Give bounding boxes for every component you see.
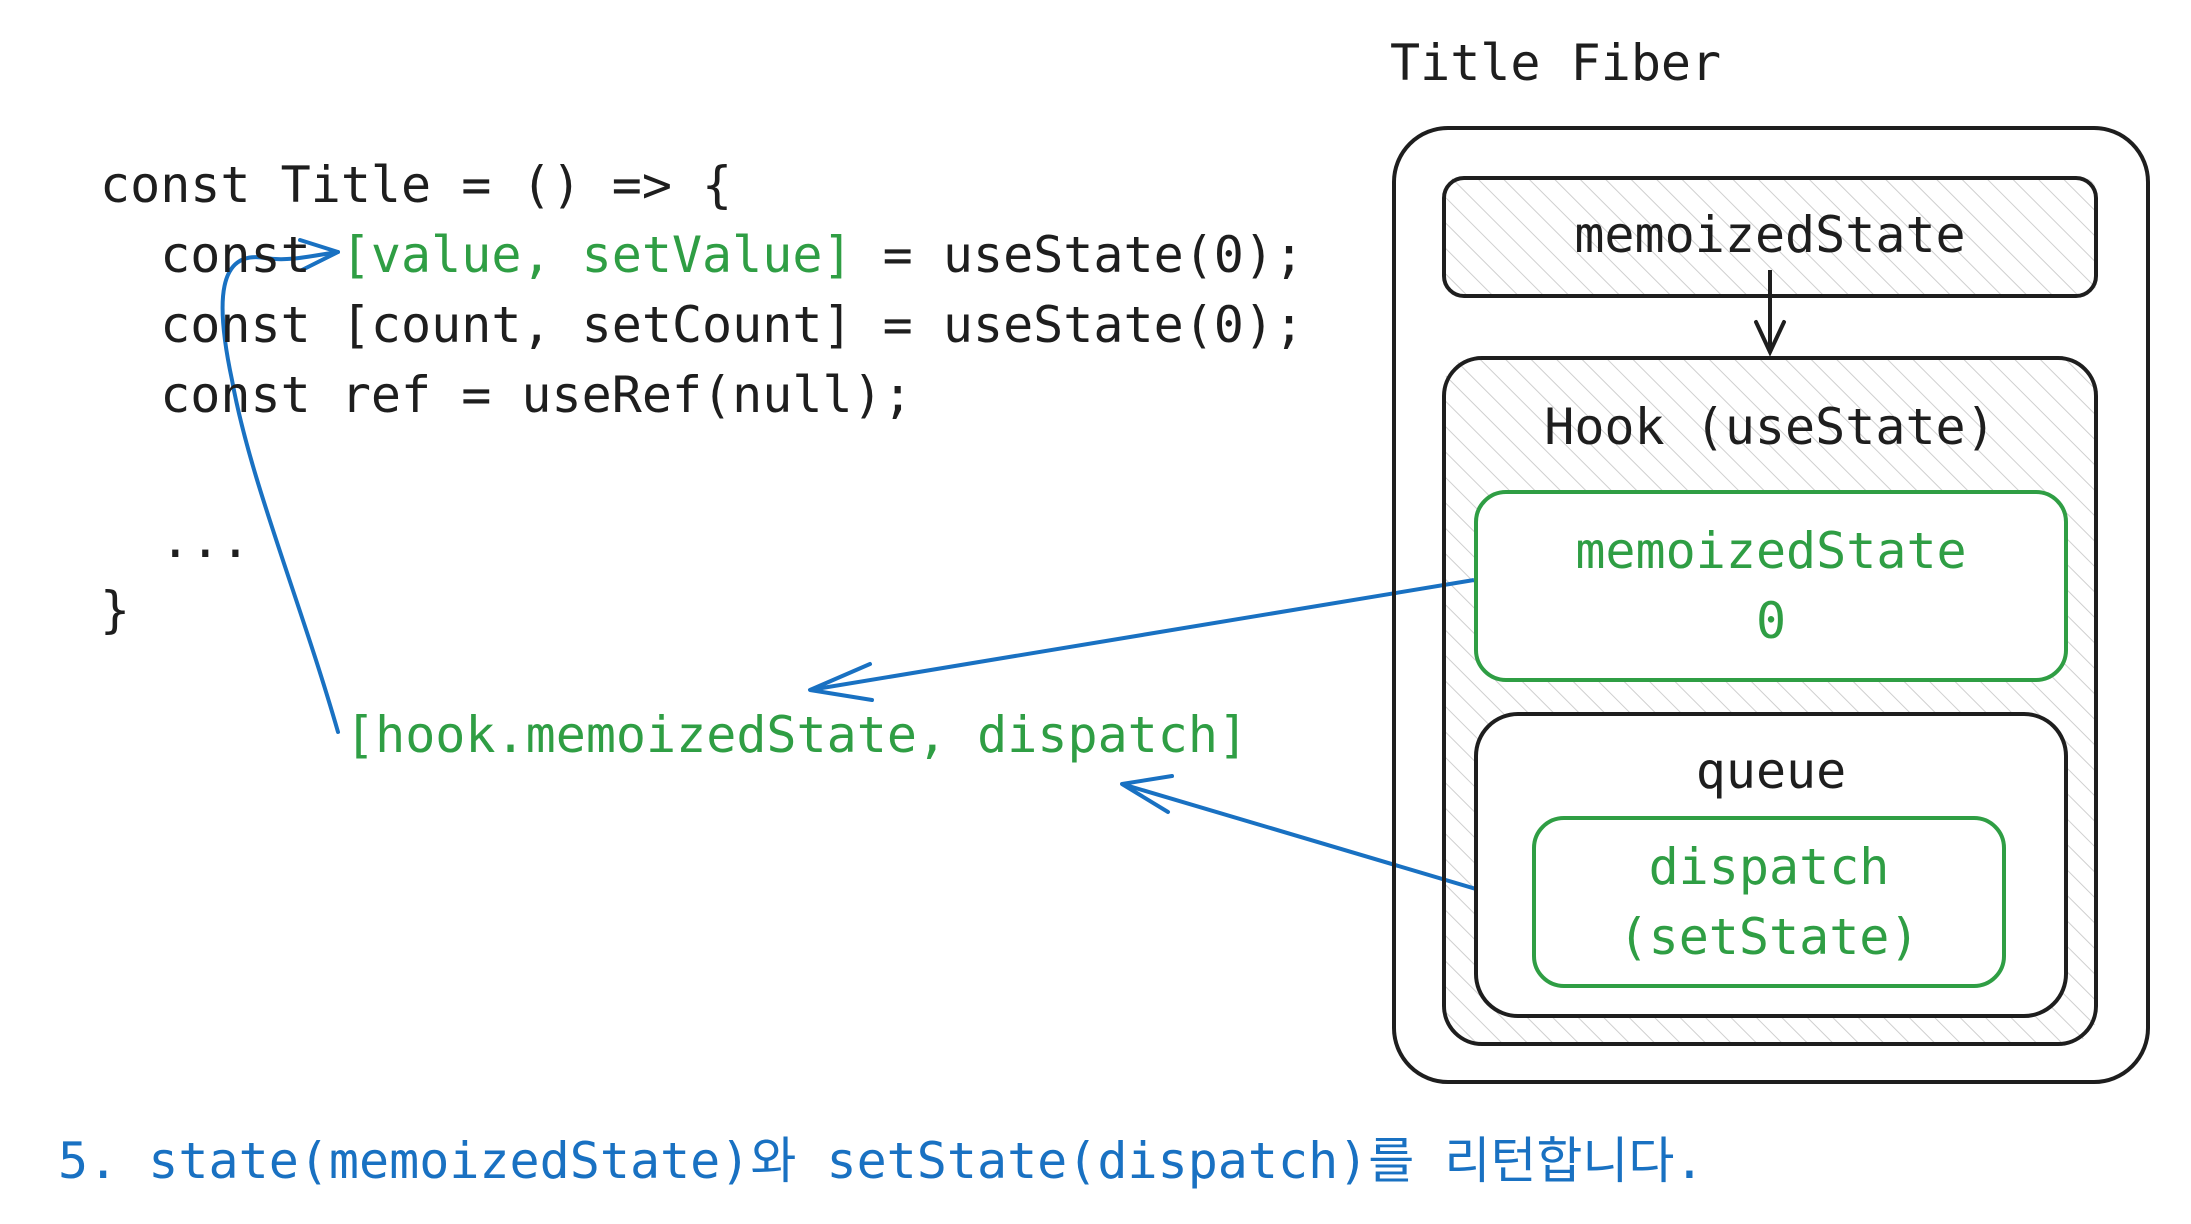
- return-to-destructure-arrowhead: [298, 238, 340, 272]
- caption: 5. state(memoizedState)와 setState(dispat…: [58, 1132, 1705, 1190]
- code-line-4: const ref = useRef(null);: [100, 366, 913, 424]
- code-line-1: const Title = () => {: [100, 156, 733, 214]
- hook-box: Hook (useState): [1442, 356, 2098, 1046]
- code-line-2-destructure: [value, setValue]: [340, 226, 853, 284]
- fiber-box: [1392, 126, 2150, 1084]
- fiber-memoized-state-hatch: [1442, 176, 2098, 298]
- dispatch-label: dispatch: [1648, 838, 1890, 896]
- fiber-memoized-state-label: memoizedState: [1574, 206, 1966, 264]
- code-line-6: }: [100, 581, 131, 639]
- code-line-5: ...: [100, 511, 251, 569]
- memoized-to-return-arrow: [809, 578, 1475, 692]
- code-line-2-pre: const: [100, 226, 341, 284]
- code-line-3: const [count, setCount] = useState(0);: [100, 296, 1305, 354]
- hook-memoized-state-value: 0: [1755, 592, 1787, 650]
- return-to-destructure-arrow: [220, 250, 340, 734]
- hook-memoized-state-box: memoizedState 0: [1474, 490, 2068, 682]
- fiber-memoized-state-box: memoizedState: [1442, 176, 2098, 298]
- hook-title: Hook (useState): [1544, 398, 1996, 456]
- dispatch-to-return-arrowhead: [1120, 774, 1174, 814]
- dispatch-to-return-arrow: [1121, 782, 1531, 907]
- code-line-2: const [value, setValue] = useState(0);: [100, 220, 1304, 290]
- dispatch-box: dispatch (setState): [1532, 816, 2006, 988]
- memoized-to-return-arrowhead: [808, 662, 874, 702]
- dispatch-sub-label: (setState): [1618, 908, 1920, 966]
- fiber-to-hook-arrowhead: [1754, 320, 1786, 357]
- queue-title: queue: [1695, 742, 1847, 800]
- code-line-2-post: = useState(0);: [852, 226, 1305, 284]
- fiber-title: Title Fiber: [1390, 34, 1722, 92]
- queue-box: queue: [1474, 712, 2068, 1018]
- hook-memoized-state-label: memoizedState: [1575, 522, 1967, 580]
- return-expression: [hook.memoizedState, dispatch]: [345, 706, 1249, 764]
